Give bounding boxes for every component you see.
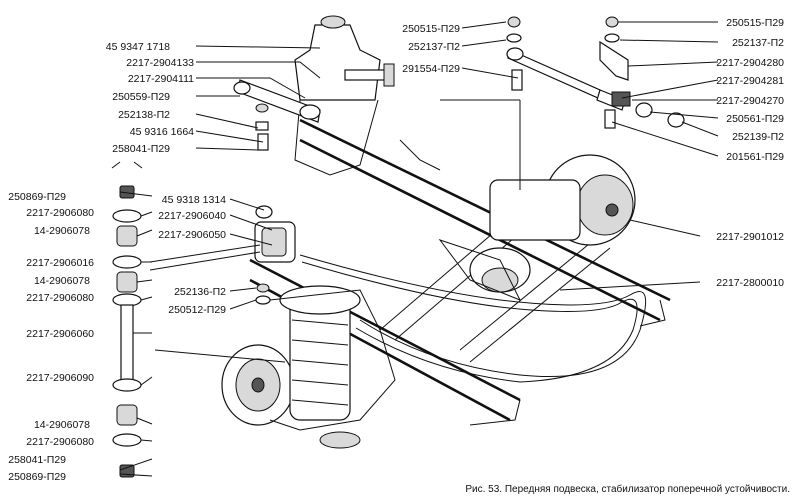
label-2217-2904280: 2217-2904280 <box>716 57 784 69</box>
label-258041-p29-top: 258041-П29 <box>112 143 170 155</box>
label-252137-p2-right: 252137-П2 <box>732 37 784 49</box>
label-258041-p29-bot: 258041-П29 <box>8 454 66 466</box>
label-2217-2800010: 2217-2800010 <box>716 277 784 289</box>
label-252137-p2-top: 252137-П2 <box>408 41 460 53</box>
stabilizer-bar <box>299 254 647 383</box>
label-45931664: 45 9316 1664 <box>130 126 194 138</box>
label-2217-2904111: 2217-2904111 <box>128 73 194 85</box>
label-2217-2906040: 2217-2906040 <box>158 210 226 222</box>
label-250512-p29: 250512-П29 <box>168 304 226 316</box>
wheel-hub-assembly <box>221 285 396 449</box>
stabilizer-link-stack <box>111 161 143 478</box>
label-252138-p2: 252138-П2 <box>118 109 170 121</box>
strut-mount <box>294 15 395 176</box>
label-14-2906078-c: 14-2906078 <box>34 419 90 431</box>
label-252136-p2: 252136-П2 <box>174 286 226 298</box>
label-2217-2906090: 2217-2906090 <box>26 372 94 384</box>
label-291554-p29: 291554-П29 <box>402 63 460 75</box>
label-2217-2904281: 2217-2904281 <box>716 75 784 87</box>
stabilizer-clamp <box>149 205 296 305</box>
label-2217-2904133: 2217-2904133 <box>126 57 194 69</box>
label-45931718: 45 9347 1718 <box>106 41 170 53</box>
part-labels: 45 9347 1718 2217-2904133 2217-2904111 2… <box>8 17 784 483</box>
label-14-2906078-b: 14-2906078 <box>34 275 90 287</box>
label-2217-2901012: 2217-2901012 <box>716 231 784 243</box>
label-45931314: 45 9318 1314 <box>162 194 226 206</box>
label-2217-2906050: 2217-2906050 <box>158 229 226 241</box>
tie-rod <box>506 16 685 129</box>
label-250561-p29: 250561-П29 <box>726 113 784 125</box>
label-250515-p29-top: 250515-П29 <box>402 23 460 35</box>
axle-housing <box>438 154 636 301</box>
label-2217-2904270: 2217-2904270 <box>716 95 784 107</box>
label-250515-p29-right: 250515-П29 <box>726 17 784 29</box>
label-2217-2906060: 2217-2906060 <box>26 328 94 340</box>
label-2217-2906080-a: 2217-2906080 <box>26 207 94 219</box>
label-250869-p29-a: 250869-П29 <box>8 191 66 203</box>
label-14-2906078-a: 14-2906078 <box>34 225 90 237</box>
label-250869-p29-b: 250869-П29 <box>8 471 66 483</box>
label-252139-p2: 252139-П2 <box>732 131 784 143</box>
label-2217-2906080-c: 2217-2906080 <box>26 436 94 448</box>
label-250559-p29: 250559-П29 <box>112 91 170 103</box>
label-2217-2906080-b: 2217-2906080 <box>26 292 94 304</box>
label-2217-2906016: 2217-2906016 <box>26 257 94 269</box>
label-201561-p29: 201561-П29 <box>726 151 784 163</box>
leader-lines <box>119 21 719 477</box>
figure-caption: Рис. 53. Передняя подвеска, стабилизатор… <box>465 483 790 495</box>
